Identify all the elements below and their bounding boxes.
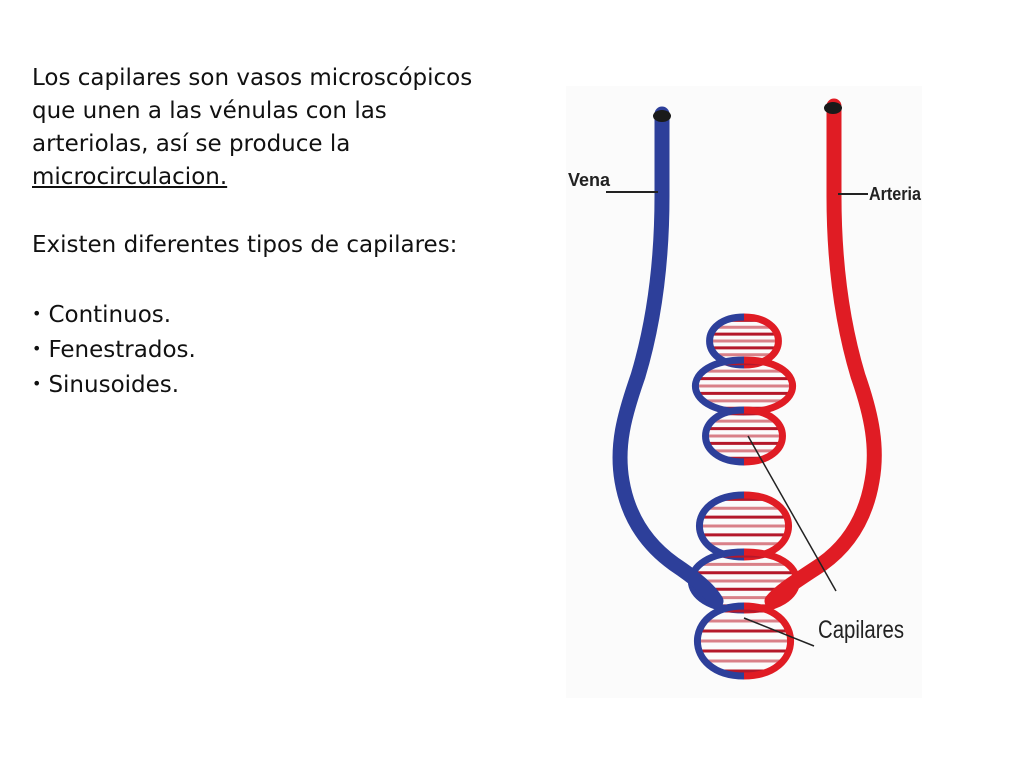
list-item-label: Continuos.	[48, 302, 172, 328]
vein-opening	[653, 110, 671, 122]
artery-label: Arteria	[869, 184, 922, 204]
arterial-capillary-arc	[743, 406, 786, 466]
venous-capillary-arc	[693, 602, 745, 680]
venous-capillary-arc	[702, 406, 745, 466]
list-item-label: Sinusoides.	[48, 372, 180, 398]
capillary-diagram-svg: Vena Arteria Capilares	[566, 86, 922, 698]
capillary-pointer-line-upper	[747, 435, 837, 592]
intro-line: que unen a las vénulas con las	[32, 98, 387, 124]
capillaries-label: Capilares	[818, 616, 904, 644]
artery-opening	[824, 102, 842, 114]
list-item-label: Fenestrados.	[48, 337, 196, 363]
vein-label: Vena	[568, 170, 611, 190]
vein-vessel	[612, 106, 724, 609]
capillary-loop	[691, 356, 797, 416]
list-item: • Continuos.	[32, 297, 532, 332]
capillary-types-heading: Existen diferentes tipos de capilares:	[32, 232, 458, 258]
bullet-icon: •	[32, 374, 42, 393]
capillary-loop	[693, 602, 795, 680]
capillary-network	[688, 313, 800, 680]
intro-line: arteriolas, así se produce la	[32, 131, 351, 157]
intro-paragraph: Los capilares son vasos microscópicos qu…	[32, 62, 532, 194]
arterial-capillary-arc	[743, 602, 795, 680]
list-item: • Fenestrados.	[32, 332, 532, 367]
list-item: • Sinusoides.	[32, 367, 532, 402]
capillary-bed-illustration: Vena Arteria Capilares	[566, 86, 922, 698]
intro-line-underlined: microcirculacion.	[32, 164, 228, 190]
intro-line: Los capilares son vasos microscópicos	[32, 65, 473, 91]
bullet-icon: •	[32, 304, 42, 323]
slide-text: Los capilares son vasos microscópicos qu…	[32, 62, 532, 402]
capillary-types-list: • Continuos. • Fenestrados. • Sinusoides.	[32, 297, 532, 402]
capillary-pointer-line-lower	[743, 617, 815, 647]
bullet-icon: •	[32, 339, 42, 358]
capillary-loop	[702, 406, 786, 466]
